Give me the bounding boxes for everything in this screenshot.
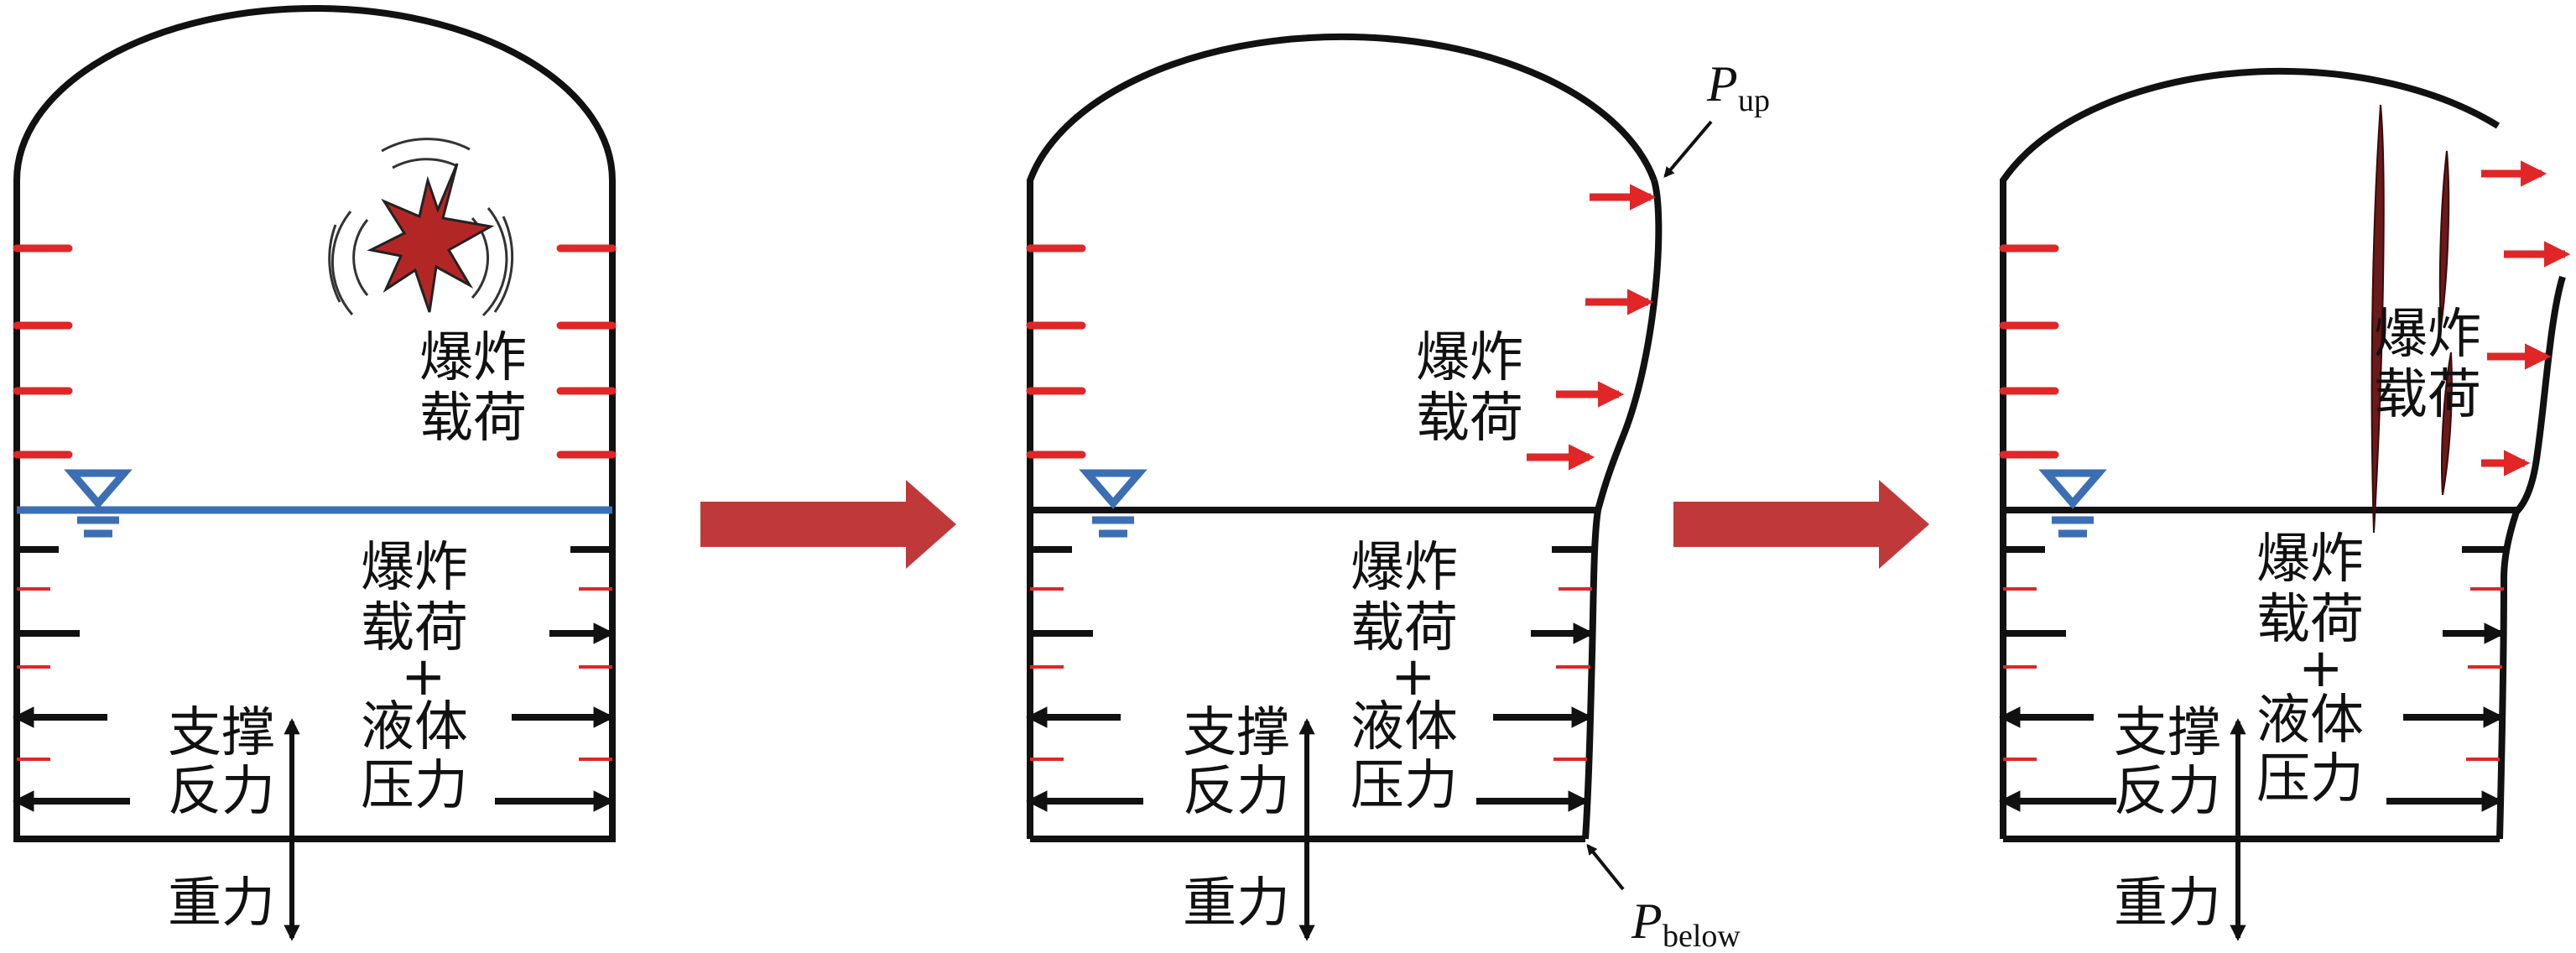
label-support-2a: 支撑 — [1183, 702, 1290, 764]
label-liquid-pressure-2b: 压力 — [1350, 755, 1458, 817]
panel-2-bulged-tank: P up P below 爆炸 载荷 爆炸 载荷 + 液体 压力 支撑 反力 重… — [1025, 33, 1770, 953]
label-blast-load-upper-1a: 爆炸 — [419, 327, 527, 389]
crack-lines — [2370, 104, 2453, 534]
label-support-3b: 反力 — [2114, 761, 2221, 823]
right-blast-load-ticks-1 — [556, 244, 617, 459]
label-blast-load-upper-2a: 爆炸 — [1416, 327, 1523, 389]
label-blast-load-lower-1b: 载荷 — [361, 597, 468, 659]
label-gravity-1: 重力 — [168, 872, 275, 935]
right-liquid-load-arrows-2 — [1476, 546, 1595, 812]
label-blast-load-upper-3a: 爆炸 — [2374, 304, 2481, 366]
left-liquid-load-arrows-3 — [1998, 546, 2116, 812]
panel-3-ruptured-tank: 爆炸 载荷 爆炸 载荷 + 液体 压力 支撑 反力 重力 — [1998, 67, 2571, 941]
left-blast-load-ticks-1 — [13, 244, 73, 459]
label-blast-load-lower-3a: 爆炸 — [2256, 529, 2364, 591]
label-support-3a: 支撑 — [2114, 702, 2221, 764]
label-support-2b: 反力 — [1183, 761, 1290, 823]
label-blast-load-lower-2b: 载荷 — [1350, 597, 1458, 659]
water-level-icon — [64, 469, 133, 538]
water-level-icon — [1079, 469, 1147, 538]
label-plus-3: + — [2298, 638, 2344, 700]
tank-3-torn-wall — [2514, 275, 2566, 514]
p-up-pointer — [1663, 120, 1713, 178]
label-blast-load-lower-1a: 爆炸 — [361, 537, 468, 599]
right-liquid-load-arrows-1 — [495, 546, 616, 812]
label-p-below-subscript: below — [1663, 919, 1741, 953]
label-liquid-pressure-1b: 压力 — [361, 755, 468, 817]
label-gravity-2: 重力 — [1183, 872, 1290, 935]
label-blast-load-upper-2b: 载荷 — [1416, 388, 1523, 450]
label-plus-1: + — [401, 646, 446, 708]
p-below-pointer — [1586, 844, 1625, 891]
label-p-up: P — [1706, 56, 1738, 112]
label-blast-load-lower-2a: 爆炸 — [1350, 537, 1458, 599]
left-liquid-load-arrows-2 — [1025, 546, 1143, 812]
label-liquid-pressure-3b: 压力 — [2256, 748, 2364, 810]
label-plus-2: + — [1391, 646, 1436, 708]
transition-arrow-2 — [1673, 480, 1929, 569]
panel-1-intact-tank: 爆炸 载荷 爆炸 载荷 + 液体 压力 支撑 反力 重力 — [12, 5, 617, 941]
left-blast-load-ticks-3 — [1999, 244, 2059, 459]
label-p-below: P — [1631, 893, 1663, 949]
label-support-1b: 反力 — [168, 761, 275, 823]
tank-1-outline — [13, 5, 616, 842]
label-p-up-subscript: up — [1738, 83, 1770, 118]
label-blast-load-upper-3b: 载荷 — [2374, 364, 2481, 426]
left-liquid-load-arrows-1 — [12, 546, 130, 812]
right-liquid-load-arrows-3 — [2386, 546, 2506, 812]
label-support-1a: 支撑 — [168, 702, 275, 764]
water-level-icon — [2038, 469, 2107, 538]
right-blast-load-arrows-2 — [1527, 184, 1657, 471]
explosion-burst-icon — [328, 138, 514, 317]
left-blast-load-ticks-2 — [1026, 244, 1086, 459]
label-blast-load-lower-3b: 载荷 — [2256, 589, 2364, 651]
label-liquid-pressure-2a: 液体 — [1350, 696, 1458, 758]
label-liquid-pressure-3a: 液体 — [2256, 690, 2364, 752]
label-blast-load-upper-1b: 载荷 — [419, 388, 527, 450]
label-gravity-3: 重力 — [2114, 872, 2221, 935]
transition-arrow-1 — [700, 480, 956, 569]
label-liquid-pressure-1a: 液体 — [361, 696, 468, 758]
right-blast-load-arrows-3 — [2481, 160, 2571, 476]
